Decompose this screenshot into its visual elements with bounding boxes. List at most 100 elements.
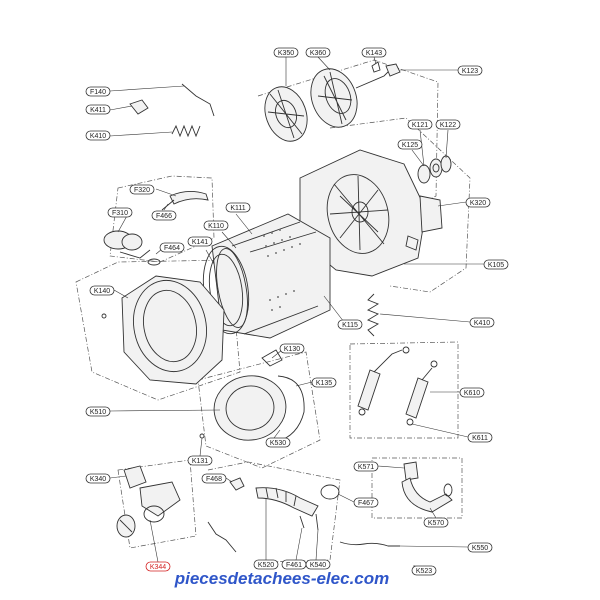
svg-text:K530: K530 (270, 440, 286, 447)
label-k570: K570 (423, 517, 449, 528)
label-f468: F468 (201, 473, 227, 484)
label-k340: K340 (85, 473, 111, 484)
drain-pump-part (116, 465, 181, 538)
svg-text:K320: K320 (470, 200, 486, 207)
label-k350: K350 (273, 47, 299, 58)
label-k141: K141 (187, 236, 213, 247)
nut-part (385, 63, 401, 77)
svg-text:F464: F464 (164, 245, 180, 252)
rotor-part (264, 86, 308, 142)
label-k520: K520 (253, 559, 279, 570)
bearings-part (417, 155, 452, 184)
leader-lines (109, 56, 484, 563)
inlet-hose-part (401, 461, 453, 513)
svg-text:K610: K610 (464, 390, 480, 397)
spring-right-part (366, 293, 380, 337)
svg-text:K143: K143 (366, 50, 382, 57)
label-k611: K611 (467, 432, 493, 443)
label-k105: K105 (483, 259, 509, 270)
drain-hose-part (207, 477, 340, 553)
sensor-wire-part (339, 541, 400, 547)
label-k320: K320 (465, 197, 491, 208)
spring-top-part (171, 124, 201, 138)
label-k410-right: K410 (469, 317, 495, 328)
svg-text:K340: K340 (90, 476, 106, 483)
label-k110: K110 (203, 220, 229, 231)
label-f466: F466 (151, 210, 177, 221)
svg-text:K411: K411 (90, 107, 106, 114)
svg-text:K350: K350 (278, 50, 294, 57)
label-k115: K115 (337, 319, 363, 330)
label-k410-top: K410 (85, 130, 111, 141)
svg-text:F461: F461 (286, 562, 302, 569)
svg-text:K115: K115 (342, 322, 358, 329)
label-k530: K530 (265, 437, 291, 448)
label-k360: K360 (305, 47, 331, 58)
label-k610: K610 (459, 387, 485, 398)
svg-text:K523: K523 (416, 568, 432, 575)
watermark-text: piecesdetachees-elec.com (174, 569, 390, 588)
wire-harness-part (181, 83, 215, 117)
svg-text:F467: F467 (358, 500, 374, 507)
svg-text:K520: K520 (258, 562, 274, 569)
parts (101, 61, 453, 575)
label-k523: K523 (411, 565, 437, 576)
balance-ring-part (216, 248, 248, 328)
svg-text:F468: F468 (206, 476, 222, 483)
svg-text:F320: F320 (134, 187, 150, 194)
stator-part (310, 67, 393, 128)
svg-text:F140: F140 (90, 89, 106, 96)
svg-text:K140: K140 (94, 288, 110, 295)
label-k411: K411 (85, 104, 111, 115)
door-gasket-part (199, 349, 305, 443)
label-f320: F320 (129, 184, 155, 195)
label-k121: K121 (407, 119, 433, 130)
label-f464: F464 (159, 242, 185, 253)
clip-part (129, 99, 149, 115)
svg-text:K510: K510 (90, 409, 106, 416)
svg-text:K125: K125 (402, 142, 418, 149)
label-f310: F310 (107, 207, 133, 218)
svg-text:K123: K123 (462, 68, 478, 75)
svg-text:K410: K410 (90, 133, 106, 140)
dispenser-hose-part (103, 191, 209, 266)
svg-text:K344: K344 (150, 564, 166, 571)
label-k123: K123 (457, 65, 483, 76)
svg-text:K360: K360 (310, 50, 326, 57)
label-k122: K122 (435, 119, 461, 130)
label-k571: K571 (353, 461, 379, 472)
svg-text:K105: K105 (488, 262, 504, 269)
svg-text:K570: K570 (428, 520, 444, 527)
label-k344: K344 (145, 561, 171, 572)
svg-text:K131: K131 (192, 458, 208, 465)
svg-text:F466: F466 (156, 213, 172, 220)
svg-text:K550: K550 (472, 545, 488, 552)
label-k131: K131 (187, 455, 213, 466)
svg-text:K121: K121 (412, 122, 428, 129)
label-k550: K550 (467, 542, 493, 553)
svg-text:F310: F310 (112, 210, 128, 217)
shock-absorbers-part (357, 346, 438, 426)
svg-text:K571: K571 (358, 464, 374, 471)
tub-rear-part (299, 149, 443, 277)
label-k111: K111 (225, 202, 251, 213)
svg-text:K141: K141 (192, 239, 208, 246)
svg-text:K540: K540 (310, 562, 326, 569)
label-f140: F140 (85, 86, 111, 97)
label-k143: K143 (361, 47, 387, 58)
label-k140: K140 (89, 285, 115, 296)
callout-labels: K350 K360 K143 K123 F140 K411 K410 K121 … (85, 47, 509, 576)
svg-text:K410: K410 (474, 320, 490, 327)
label-k510: K510 (85, 406, 111, 417)
label-k130: K130 (279, 343, 305, 354)
label-f461: F461 (281, 559, 307, 570)
svg-text:K130: K130 (284, 346, 300, 353)
label-k540: K540 (305, 559, 331, 570)
svg-text:K111: K111 (230, 205, 245, 212)
label-f467: F467 (353, 497, 379, 508)
svg-text:K611: K611 (472, 435, 488, 442)
svg-text:K135: K135 (316, 380, 332, 387)
svg-text:K110: K110 (208, 223, 224, 230)
tub-front-part (101, 275, 225, 385)
